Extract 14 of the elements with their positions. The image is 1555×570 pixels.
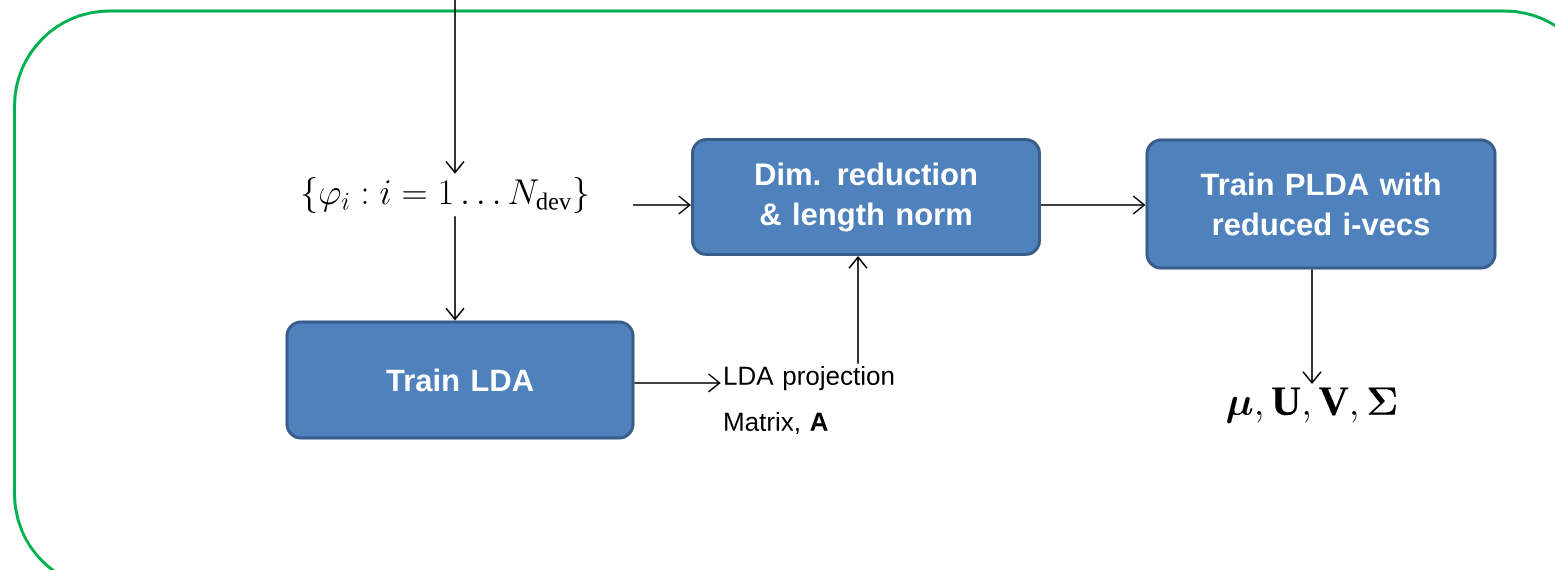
set-formula: $\left\{\varphi_i : i = 1 \ldots N_{\mathrm{dev}}\right\}$ — [302, 176, 588, 214]
arrow — [445, 215, 465, 321]
arrow — [1040, 195, 1146, 215]
process-box: Train LDA — [285, 320, 635, 440]
arrow — [632, 195, 691, 215]
process-box: Train PLDA with reduced i-vecs — [1145, 138, 1497, 270]
frame-border — [13, 9, 1555, 570]
parameter-formula: $\boldsymbol{\mu}, \mathbf{U}, \mathbf{V}, \boldsymbol{\Sigma}$ — [1227, 387, 1396, 424]
arrow — [445, 0, 465, 174]
arrow — [633, 373, 721, 393]
output-text: LDA projection Matrix, A — [725, 365, 894, 435]
arrow — [1302, 268, 1322, 384]
arrow — [848, 256, 868, 365]
process-box: Dim. reduction & length norm — [691, 138, 1041, 256]
